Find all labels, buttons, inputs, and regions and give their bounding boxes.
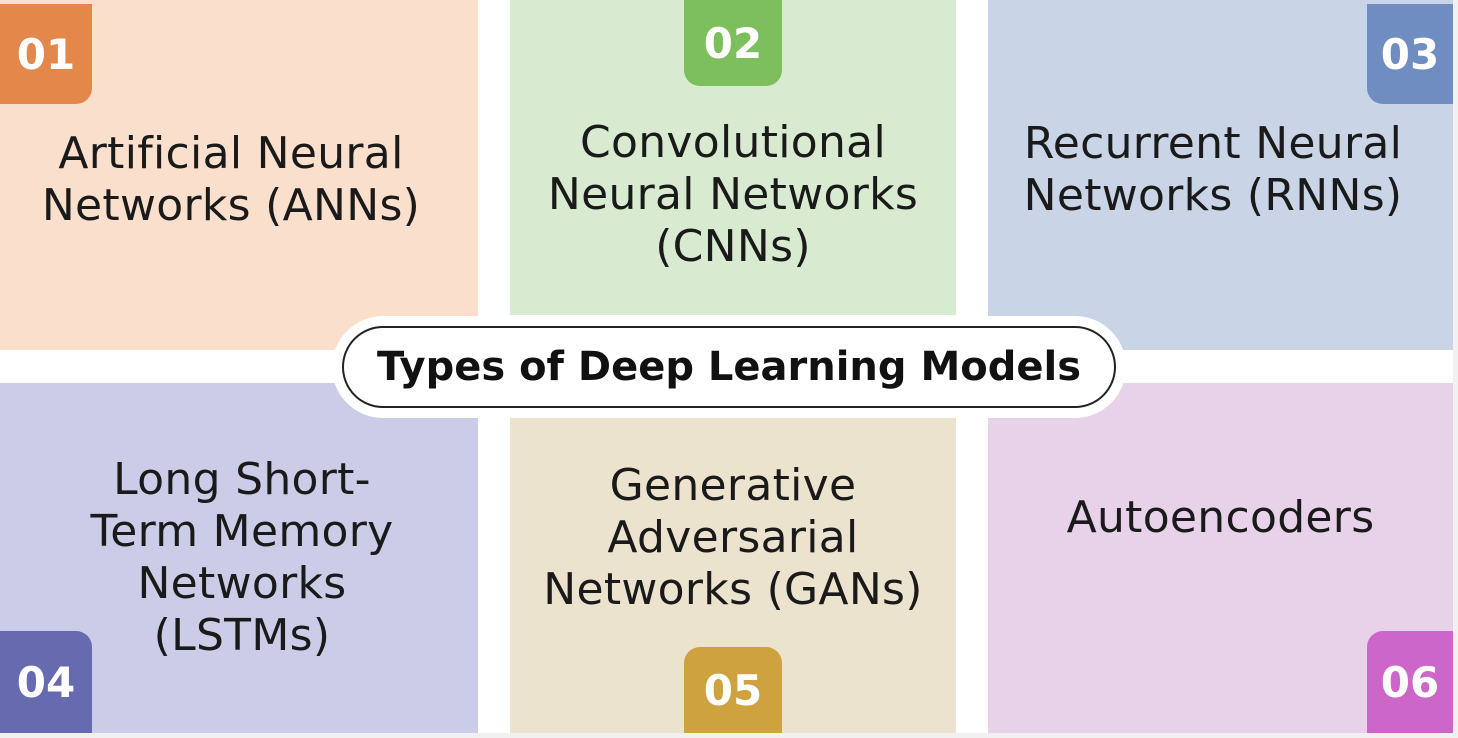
card-recurrent-neural-networks: 03 Recurrent Neural Networks (RNNs) (988, 0, 1453, 350)
frame-edge (1453, 0, 1458, 738)
card-convolutional-neural-networks: 02 Convolutional Neural Networks (CNNs) (510, 0, 956, 315)
card-label: Convolutional Neural Networks (CNNs) (547, 117, 919, 272)
card-artificial-neural-networks: 01 Artificial Neural Networks (ANNs) (0, 0, 478, 350)
title-container: Types of Deep Learning Models (332, 316, 1126, 418)
number-badge: 03 (1367, 4, 1453, 104)
card-label: Recurrent Neural Networks (RNNs) (1023, 118, 1403, 221)
number-badge: 02 (684, 0, 782, 86)
number-badge: 05 (684, 647, 782, 733)
number-badge: 06 (1367, 631, 1453, 733)
card-label: Artificial Neural Networks (ANNs) (41, 128, 421, 231)
card-generative-adversarial-networks: 05 Generative Adversarial Networks (GANs… (510, 418, 956, 733)
card-long-short-term-memory: 04 Long Short- Term Memory Networks (LST… (0, 383, 478, 733)
number-badge: 04 (0, 631, 92, 733)
card-label: Long Short- Term Memory Networks (LSTMs) (90, 454, 394, 661)
card-autoencoders: 06 Autoencoders (988, 383, 1453, 733)
card-label: Generative Adversarial Networks (GANs) (543, 460, 923, 615)
number-badge: 01 (0, 4, 92, 104)
card-label: Autoencoders (1066, 492, 1375, 543)
frame-edge (0, 733, 1458, 738)
diagram-title: Types of Deep Learning Models (342, 326, 1116, 408)
